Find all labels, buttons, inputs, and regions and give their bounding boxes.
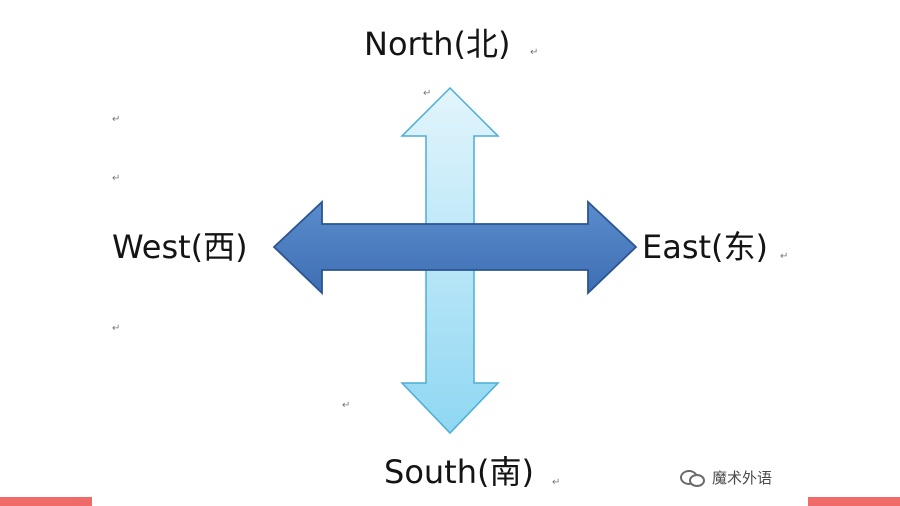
paragraph-mark: ↵ — [530, 47, 539, 58]
west-east-arrow — [272, 199, 638, 296]
west-label: West(西) — [112, 228, 248, 266]
accent-bar-right — [808, 497, 900, 506]
south-label: South(南) — [384, 453, 534, 491]
paragraph-mark: ↵ — [780, 251, 789, 262]
wechat-icon — [680, 468, 706, 487]
paragraph-mark: ↵ — [112, 173, 121, 184]
paragraph-mark: ↵ — [552, 477, 561, 488]
paragraph-mark: ↵ — [342, 400, 351, 411]
accent-bar-left — [0, 497, 92, 506]
paragraph-mark: ↵ — [112, 323, 121, 334]
watermark: 魔术外语 — [680, 466, 772, 488]
watermark-text: 魔术外语 — [712, 468, 773, 487]
north-label: North(北) — [364, 25, 511, 63]
paragraph-mark: ↵ — [423, 88, 432, 99]
paragraph-mark: ↵ — [112, 114, 121, 125]
east-label: East(东) — [642, 228, 769, 266]
